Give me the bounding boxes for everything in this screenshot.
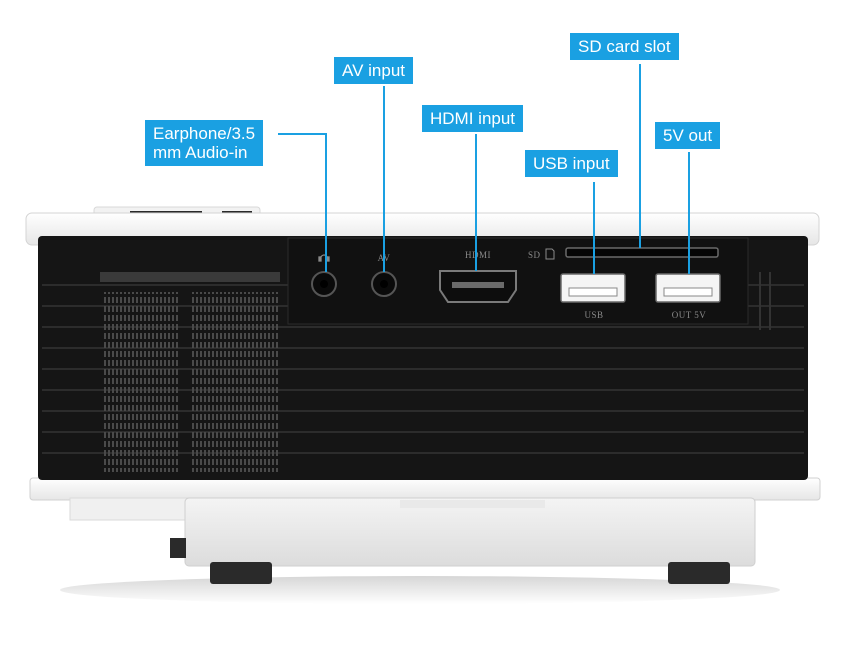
foot-right (668, 562, 730, 584)
base (184, 497, 756, 567)
usb-panel-label: USB (584, 310, 603, 320)
vent-grille-right (192, 292, 278, 472)
hdmi-panel-label: HDMI (465, 250, 491, 260)
earphone-callout-line2: mm Audio-in (153, 143, 248, 162)
vent-grille-left (104, 292, 178, 472)
out5v-port-tongue (663, 287, 713, 297)
right-side-vent (759, 272, 771, 330)
sd-panel-label: SD (528, 250, 541, 260)
hdmi-input-callout: HDMI input (422, 105, 524, 132)
out5v-panel-label: OUT 5V (672, 310, 707, 320)
usb-input-callout: USB input (525, 150, 618, 177)
earphone-leader (278, 133, 327, 272)
earphone-jack-hole (320, 280, 328, 288)
earphone-callout-line1: Earphone/3.5 (153, 124, 256, 143)
bottom-shell (29, 477, 821, 501)
av-jack-hole (380, 280, 388, 288)
callout-leaders (278, 64, 690, 274)
sd-card-icon (545, 248, 555, 260)
earphone-callout: Earphone/3.5 mm Audio-in (145, 120, 264, 166)
base-groove (400, 500, 545, 508)
hdmi-port-pins (452, 282, 504, 288)
av-input-callout: AV input (334, 57, 414, 84)
base-left-step (69, 497, 191, 521)
vent-top-bar (100, 272, 280, 282)
foot-left (210, 562, 272, 584)
usb-port-tongue (568, 287, 618, 297)
sd-card-slot-callout: SD card slot (570, 33, 679, 60)
side-knob (170, 538, 186, 558)
out5v-callout: 5V out (655, 122, 721, 149)
sd-card-slot (565, 247, 719, 258)
